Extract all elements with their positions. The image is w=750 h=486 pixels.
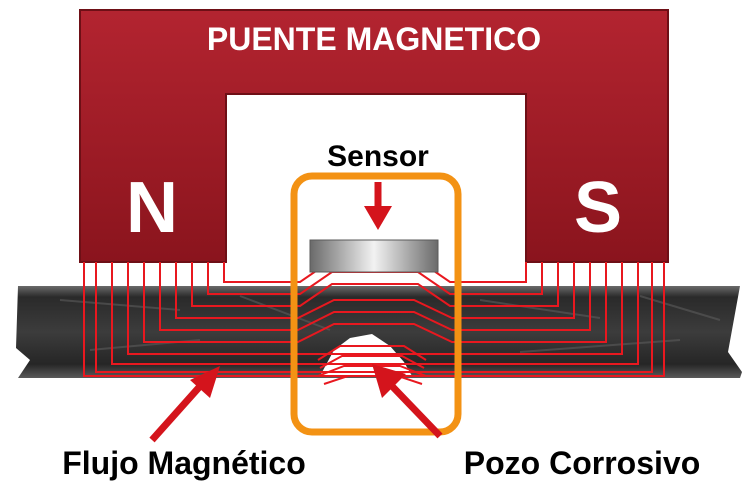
- flux-line: [159, 262, 591, 331]
- north-pole-label: N: [126, 168, 178, 248]
- flux-line: [175, 262, 575, 319]
- highlight-box: [290, 172, 462, 436]
- flux-line: [191, 262, 559, 307]
- flux-line: [143, 262, 607, 343]
- sensor-label: Sensor: [327, 140, 429, 173]
- magnet-title: PUENTE MAGNETICO: [207, 21, 541, 57]
- flux-line-pit: [317, 365, 427, 377]
- flux-line-pit: [317, 345, 427, 361]
- flux-line: [127, 262, 623, 355]
- flux-line: [111, 262, 639, 365]
- south-pole-label: S: [574, 168, 622, 248]
- flux-line-pit: [323, 375, 423, 385]
- arrow-up-right-icon: [149, 366, 220, 443]
- arrow-down-icon: [364, 182, 392, 230]
- arrow-up-left-icon: [372, 364, 443, 439]
- pipe-texture: [59, 295, 721, 353]
- flux-line: [95, 262, 653, 373]
- flux-line-pit: [319, 355, 425, 369]
- flux-lines: [83, 259, 665, 385]
- sensor: [309, 239, 439, 273]
- pit-label: Pozo Corrosivo: [464, 445, 700, 481]
- flux-label: Flujo Magnético: [62, 445, 306, 481]
